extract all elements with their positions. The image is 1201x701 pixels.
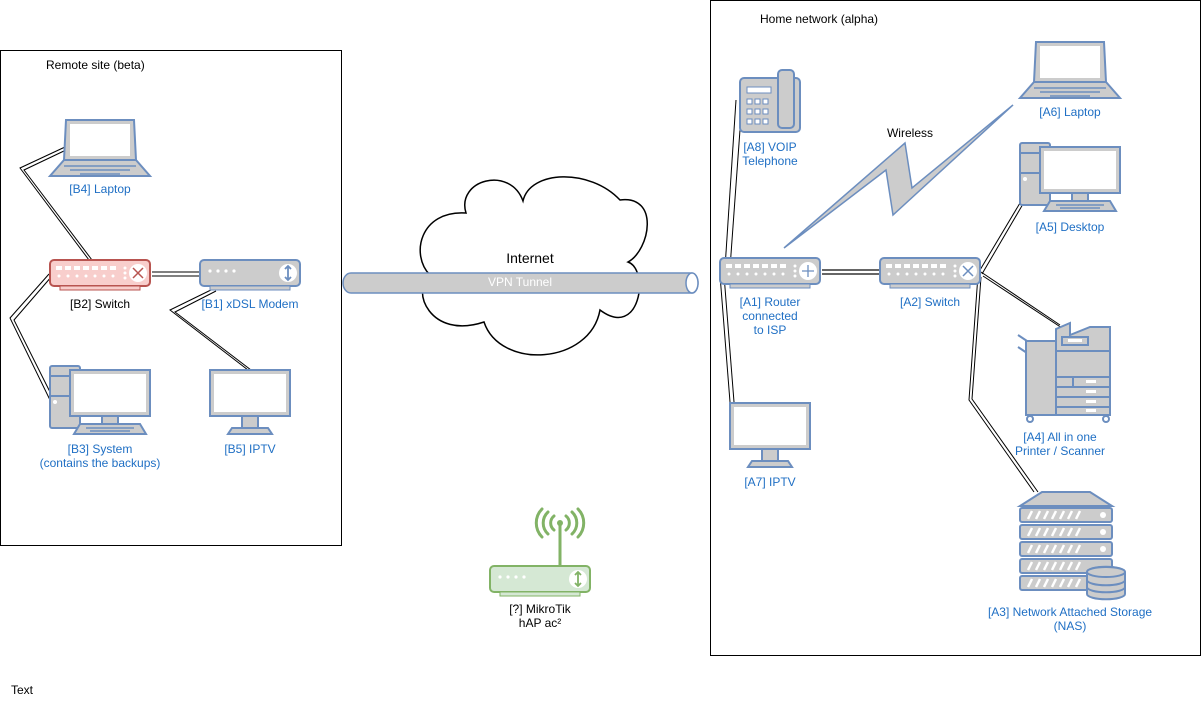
b4-laptop-label: [B4] Laptop [69,182,131,196]
a4-printer-label: [A4] All in one Printer / Scanner [1014,430,1106,458]
wireless-label: Wireless [886,126,933,140]
mikrotik-label: [?] MikroTik hAP ac² [509,602,571,630]
a7-iptv-label: [A7] IPTV [744,475,796,489]
b2-switch-icon[interactable] [49,259,151,291]
a8-voip-phone-icon[interactable] [739,69,801,133]
b1-modem-icon[interactable] [199,259,301,291]
wireless-bolt-icon [783,104,1014,249]
remote-site-title: Remote site (beta) [46,58,145,72]
a3-nas-icon[interactable] [1016,491,1126,601]
a5-desktop-label: [A5] Desktop [1035,220,1105,234]
b1-modem-label: [B1] xDSL Modem [201,297,299,311]
a4-printer-icon[interactable] [1017,321,1111,423]
a6-laptop-label: [A6] Laptop [1039,105,1101,119]
connectors [9,99,1063,493]
a1-router-label: [A1] Router connected to ISP [739,295,801,337]
a8-voip-label: [A8] VOIP Telephone [742,140,798,168]
vpn-tunnel[interactable] [342,272,699,294]
a6-laptop-icon[interactable] [1019,41,1121,99]
home-network-title: Home network (alpha) [760,12,879,26]
b5-iptv-icon[interactable] [209,369,291,435]
footer-text[interactable]: Text [11,683,34,697]
b3-desktop-icon[interactable] [49,365,151,435]
b3-system-label: [B3] System (contains the backups) [39,442,161,470]
a2-switch-label: [A2] Switch [899,295,961,309]
vpn-tunnel-label: VPN Tunnel [487,275,553,289]
a1-router-icon[interactable] [719,257,821,289]
remote-site-group[interactable] [0,50,342,546]
mikrotik-ap-icon[interactable] [489,507,591,597]
b2-switch-label: [B2] Switch [69,297,131,311]
cloud-label: Internet [506,250,554,266]
a2-switch-icon[interactable] [879,257,981,289]
a5-desktop-icon[interactable] [1019,142,1121,212]
a7-iptv-icon[interactable] [729,402,811,468]
a3-nas-label: [A3] Network Attached Storage (NAS) [987,605,1153,633]
b4-laptop-icon[interactable] [49,119,151,177]
b5-iptv-label: [B5] IPTV [224,442,276,456]
